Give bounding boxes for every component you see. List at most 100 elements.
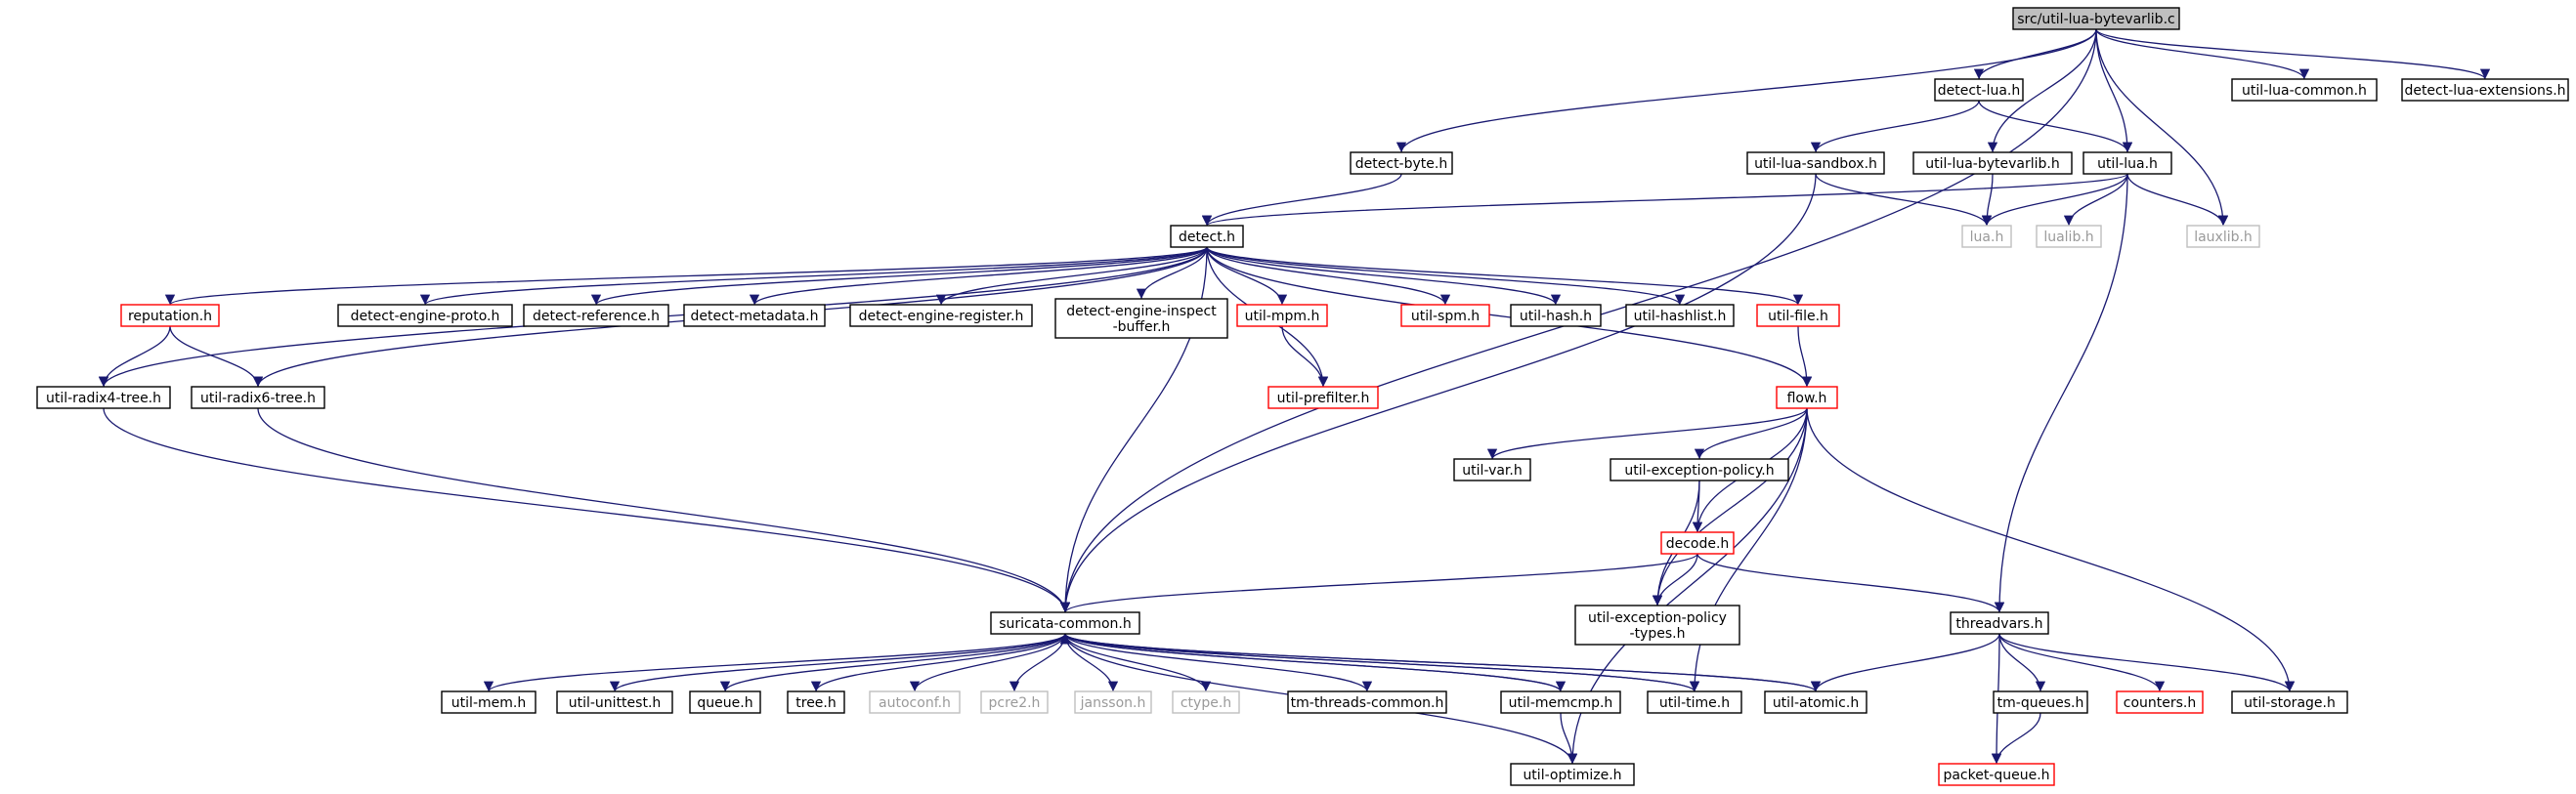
node-detect-engine-inspect-buffer[interactable]: detect-engine-inspect-buffer.h (1054, 298, 1228, 339)
node-threadvars[interactable]: threadvars.h (1950, 611, 2049, 635)
edge-detect-to-util-file (1206, 246, 1803, 306)
node-util-unittest[interactable]: util-unittest.h (556, 690, 673, 714)
edge-root-to-lauxlib (2095, 28, 2229, 227)
node-detect-lua[interactable]: detect-lua.h (1934, 78, 2024, 102)
node-label-suricata-common: suricata-common.h (999, 616, 1132, 632)
node-suricata-common[interactable]: suricata-common.h (990, 611, 1140, 635)
node-root[interactable]: src/util-lua-bytevarlib.c (2012, 7, 2180, 30)
node-label-line-pcre2-0: pcre2.h (989, 695, 1041, 711)
node-label-util-exception-policy: util-exception-policy.h (1624, 463, 1774, 479)
node-util-file[interactable]: util-file.h (1756, 304, 1840, 327)
node-util-lua-common[interactable]: util-lua-common.h (2231, 78, 2378, 102)
edge-path-reputation-to-util-radix4-tree (98, 325, 171, 388)
node-detect-metadata[interactable]: detect-metadata.h (683, 304, 826, 327)
node-label-line-util-exception-policy-types-0: util-exception-policy (1588, 610, 1727, 626)
node-label-line-util-exception-policy-0: util-exception-policy.h (1624, 463, 1774, 479)
edge-root-to-detect-lua-extensions (2095, 28, 2491, 80)
node-label-line-util-optimize-0: util-optimize.h (1523, 768, 1621, 783)
edge-path-detect-to-flow (1206, 246, 1813, 388)
node-box-util-lua-common (2231, 78, 2378, 102)
node-util-prefilter[interactable]: util-prefilter.h (1267, 386, 1379, 409)
node-label-line-util-hashlist-0: util-hashlist.h (1634, 309, 1727, 324)
node-label-line-suricata-common-0: suricata-common.h (999, 616, 1132, 632)
node-detect-lua-extensions[interactable]: detect-lua-extensions.h (2401, 78, 2569, 102)
node-util-mpm[interactable]: util-mpm.h (1236, 304, 1328, 327)
node-label-line-util-spm-0: util-spm.h (1411, 309, 1480, 324)
node-detect-byte[interactable]: detect-byte.h (1350, 151, 1453, 175)
node-util-hashlist[interactable]: util-hashlist.h (1625, 304, 1735, 327)
edge-path-detect-lua-to-util-lua-sandbox (1810, 100, 1980, 153)
node-label-line-util-lua-0: util-lua.h (2097, 156, 2158, 172)
node-tree[interactable]: tree.h (787, 690, 845, 714)
node-label-line-util-mpm-0: util-mpm.h (1245, 309, 1320, 324)
node-flow[interactable]: flow.h (1776, 386, 1838, 409)
node-box-tm-threads-common (1287, 690, 1447, 714)
node-box-util-exception-policy (1610, 458, 1789, 481)
edge-path-root-to-detect-lua (1973, 28, 2097, 80)
edge-reputation-to-util-radix4-tree (98, 325, 171, 388)
nodes-layer: src/util-lua-bytevarlib.c detect-lua.h uti… (36, 7, 2569, 786)
node-box-util-lua-bytevarlib (1912, 151, 2073, 175)
node-label-util-storage: util-storage.h (2244, 695, 2336, 711)
node-util-var[interactable]: util-var.h (1453, 458, 1531, 481)
node-packet-queue[interactable]: packet-queue.h (1938, 763, 2055, 786)
node-tm-queues[interactable]: tm-queues.h (1993, 690, 2088, 714)
edge-path-decode-to-util-exception-policy-types (1652, 553, 1698, 606)
node-util-radix6-tree[interactable]: util-radix6-tree.h (191, 386, 325, 409)
node-util-memcmp[interactable]: util-memcmp.h (1500, 690, 1621, 714)
edge-path-util-lua-to-threadvars (1994, 173, 2128, 613)
node-util-exception-policy-types[interactable]: util-exception-policy-types.h (1574, 605, 1740, 646)
edge-path-reputation-to-util-radix6-tree (169, 325, 264, 388)
node-util-exception-policy[interactable]: util-exception-policy.h (1610, 458, 1789, 481)
edge-path-root-to-util-lua (2095, 28, 2133, 153)
node-counters[interactable]: counters.h (2116, 690, 2204, 714)
edge-path-detect-to-detect-reference (591, 246, 1208, 306)
node-label-line-util-unittest-0: util-unittest.h (569, 695, 662, 711)
node-label-line-detect-engine-inspect-buffer-0: detect-engine-inspect (1066, 304, 1217, 319)
node-tm-threads-common[interactable]: tm-threads-common.h (1287, 690, 1447, 714)
node-util-atomic[interactable]: util-atomic.h (1764, 690, 1868, 714)
node-detect-reference[interactable]: detect-reference.h (523, 304, 669, 327)
node-util-spm[interactable]: util-spm.h (1400, 304, 1490, 327)
node-detect[interactable]: detect.h (1170, 225, 1244, 248)
node-box-lua (1961, 225, 2012, 248)
edge-path-threadvars-to-counters (1998, 633, 2166, 692)
node-util-lua-bytevarlib[interactable]: util-lua-bytevarlib.h (1912, 151, 2073, 175)
edge-threadvars-to-util-storage (1998, 633, 2296, 692)
node-util-lua-sandbox[interactable]: util-lua-sandbox.h (1746, 151, 1885, 175)
node-util-mem[interactable]: util-mem.h (441, 690, 537, 714)
edge-flow-to-util-var (1486, 407, 1808, 460)
edge-path-flow-to-util-exception-policy (1694, 407, 1808, 460)
node-box-flow (1776, 386, 1838, 409)
node-util-optimize[interactable]: util-optimize.h (1510, 763, 1635, 786)
node-queue[interactable]: queue.h (689, 690, 761, 714)
node-util-time[interactable]: util-time.h (1647, 690, 1742, 714)
node-util-storage[interactable]: util-storage.h (2231, 690, 2348, 714)
node-detect-engine-proto[interactable]: detect-engine-proto.h (337, 304, 513, 327)
node-util-radix4-tree[interactable]: util-radix4-tree.h (36, 386, 171, 409)
node-label-line-root-0: src/util-lua-bytevarlib.c (2017, 12, 2174, 27)
node-box-util-time (1647, 690, 1742, 714)
node-label-line-util-var-0: util-var.h (1462, 463, 1522, 479)
node-util-hash[interactable]: util-hash.h (1510, 304, 1602, 327)
node-label-util-time: util-time.h (1659, 695, 1730, 711)
node-label-util-spm: util-spm.h (1411, 309, 1480, 324)
node-detect-engine-register[interactable]: detect-engine-register.h (849, 304, 1033, 327)
node-util-lua[interactable]: util-lua.h (2082, 151, 2172, 175)
edge-path-suricata-common-to-util-unittest (609, 633, 1066, 692)
node-reputation[interactable]: reputation.h (120, 304, 220, 327)
node-label-decode: decode.h (1666, 536, 1730, 552)
node-label-line-lua-0: lua.h (1970, 230, 2004, 245)
node-label-line-decode-0: decode.h (1666, 536, 1730, 552)
node-box-decode (1660, 531, 1735, 555)
node-label-util-lua-bytevarlib: util-lua-bytevarlib.h (1925, 156, 2059, 172)
node-label-util-radix6-tree: util-radix6-tree.h (200, 391, 316, 406)
edge-detect-lua-to-util-lua (1978, 100, 2133, 153)
edge-flow-to-util-time (1689, 407, 1808, 692)
node-label-line-util-prefilter-0: util-prefilter.h (1277, 391, 1370, 406)
node-decode[interactable]: decode.h (1660, 531, 1735, 555)
edge-path-util-lua-sandbox-to-lua (1815, 173, 1993, 227)
node-lua: lua.h (1961, 225, 2012, 248)
edge-util-atomic-to-suricata-common (1060, 633, 1817, 692)
node-label-line-detect-byte-0: detect-byte.h (1355, 156, 1447, 172)
